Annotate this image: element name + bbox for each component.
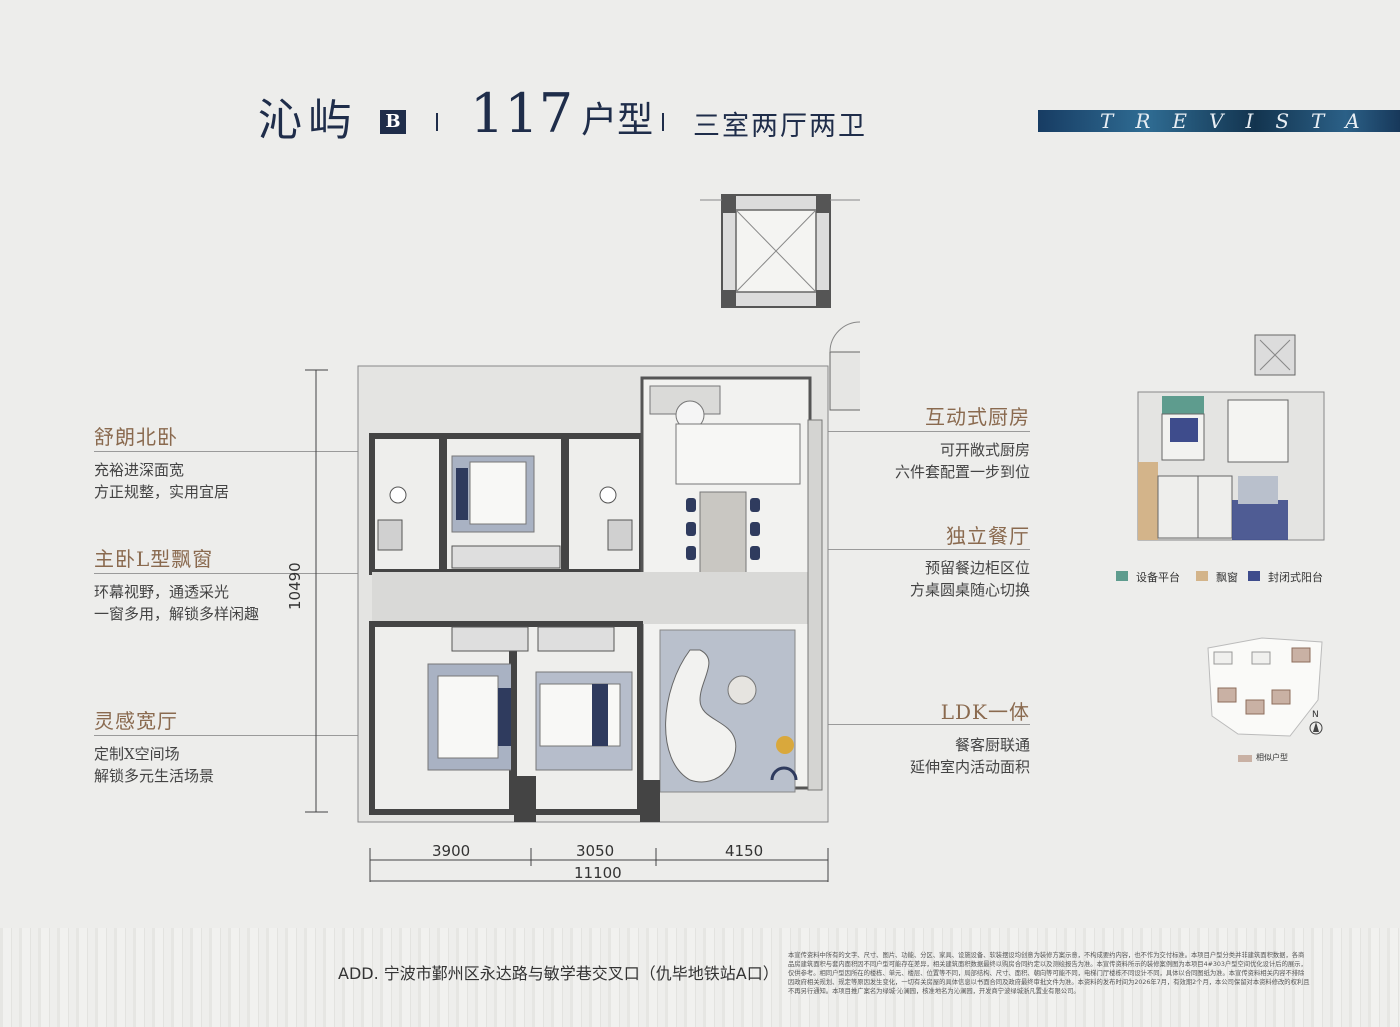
legend-swatch-bay-window (1196, 571, 1208, 581)
dining-table (699, 491, 747, 577)
feature-title-ldk: LDK一体 (940, 700, 1030, 724)
legend-label: 设备平台 (1136, 571, 1180, 584)
leader-line (94, 735, 448, 736)
title-separator (662, 113, 664, 131)
feature-desc: 六件套配置一步到位 (894, 463, 1030, 481)
legend-label: 封闭式阳台 (1268, 571, 1323, 584)
feature-desc: 方正规整，实用宜居 (94, 483, 230, 501)
footer-pattern (0, 928, 1400, 1027)
footer-address: ADD. 宁波市鄞州区永达路与敏学巷交叉口（仇毕地铁站A口） (338, 964, 779, 983)
footer-disclaimer: 本宣传资料中所有的文字、尺寸、图片、功能、分区、家具、设施设备、软装摆设均创意为… (788, 952, 1310, 995)
unit-area-suffix: 户型 (581, 100, 654, 141)
bathroom-2 (563, 433, 645, 575)
brand-text: TREVISTA (1100, 109, 1382, 133)
bathroom-1 (369, 433, 445, 575)
width-dimension: 4150 (725, 842, 764, 860)
brand-banner (1038, 110, 1400, 132)
width-dimension: 3050 (576, 842, 615, 860)
feature-desc: 可开敞式厨房 (939, 441, 1030, 459)
feature-desc: 方桌圆桌随心切换 (909, 581, 1030, 599)
similar-unit-swatch (1238, 755, 1252, 762)
leader-line (726, 724, 1030, 725)
feature-title-dining: 独立餐厅 (946, 524, 1030, 548)
feature-desc: 环幕视野，通透采光 (94, 583, 230, 601)
feature-desc: 预留餐边柜区位 (924, 559, 1030, 577)
kitchen-island (675, 423, 801, 485)
feature-desc: 充裕进深面宽 (94, 461, 185, 479)
height-dimension: 10490 (286, 562, 304, 610)
feature-title-bay-window: 主卧L型飘窗 (94, 547, 214, 571)
leader-line (94, 451, 460, 452)
north-indicator: N (1312, 710, 1319, 720)
feature-desc: 延伸室内活动面积 (909, 758, 1030, 776)
room-layout-title: 三室两厅两卫 (693, 111, 867, 142)
total-width-dimension: 11100 (574, 864, 622, 882)
leader-line (94, 573, 434, 574)
feature-desc: 解锁多元生活场景 (94, 767, 215, 785)
feature-desc: 餐客厨联通 (954, 736, 1030, 754)
height-dimension-line (305, 369, 328, 813)
site-plan (1207, 637, 1323, 737)
leader-line (720, 431, 1030, 432)
width-dimension: 3900 (432, 842, 471, 860)
leader-line (722, 549, 1030, 550)
key-plan (1137, 334, 1325, 541)
project-name: 沁屿 (258, 95, 358, 146)
unit-area-value: 117 (470, 82, 574, 145)
legend-swatch-balcony (1248, 571, 1260, 581)
feature-title-kitchen: 互动式厨房 (925, 405, 1030, 429)
floor-plan (305, 194, 860, 882)
feature-desc: 一窗多用，解锁多样闲趣 (94, 605, 260, 623)
elevator-core (700, 194, 860, 411)
feature-title-north-bedroom: 舒朗北卧 (94, 425, 178, 449)
width-dimension-lines (369, 848, 829, 882)
similar-unit-label: 相似户型 (1256, 753, 1288, 762)
type-badge: B (380, 110, 406, 134)
title-separator (436, 113, 438, 131)
legend-label: 飘窗 (1216, 571, 1238, 584)
feature-title-living-room: 灵感宽厅 (94, 709, 178, 733)
legend-swatch-equipment (1116, 571, 1128, 581)
feature-desc: 定制X空间场 (94, 745, 180, 763)
